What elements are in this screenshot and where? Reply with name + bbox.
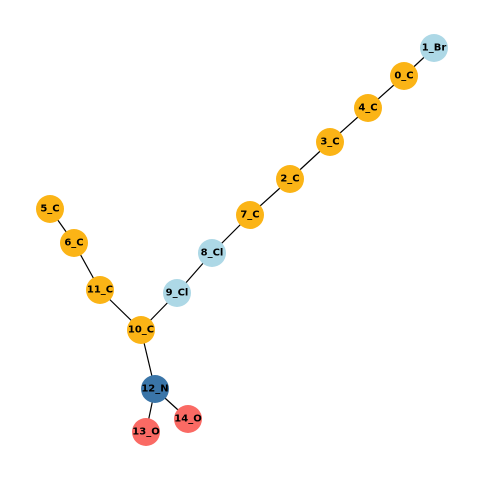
node-label: 9_Cl xyxy=(166,288,189,299)
node-circle xyxy=(354,94,382,122)
node-circle xyxy=(276,165,304,193)
node-circle xyxy=(198,239,226,267)
node-circle xyxy=(316,128,344,156)
node-label: 6_C xyxy=(64,238,83,249)
node-label: 5_C xyxy=(40,204,59,215)
node-3: 3_C xyxy=(316,128,344,156)
node-0: 0_C xyxy=(390,62,418,90)
nodes-layer: 0_C 1_Br 2_C 3_C 4_C 5_C 6_C 7_C 8_Cl 9_Cl 10_C 11_… xyxy=(36,34,448,446)
node-circle xyxy=(36,195,64,223)
node-2: 2_C xyxy=(276,165,304,193)
node-label: 8_Cl xyxy=(201,248,224,259)
node-label: 0_C xyxy=(394,71,413,82)
node-circle xyxy=(132,418,160,446)
node-circle xyxy=(174,405,202,433)
node-label: 7_C xyxy=(240,210,259,221)
node-5: 5_C xyxy=(36,195,64,223)
node-label: 14_O xyxy=(174,414,201,425)
node-7: 7_C xyxy=(236,201,264,229)
node-label: 3_C xyxy=(320,137,339,148)
node-circle xyxy=(236,201,264,229)
node-label: 12_N xyxy=(141,384,168,395)
node-6: 6_C xyxy=(60,229,88,257)
node-11: 11_C xyxy=(86,276,114,304)
node-circle xyxy=(141,375,169,403)
node-14: 14_O xyxy=(174,405,202,433)
node-circle xyxy=(86,276,114,304)
node-9: 9_Cl xyxy=(163,279,191,307)
node-1: 1_Br xyxy=(420,34,448,62)
node-circle xyxy=(420,34,448,62)
node-circle xyxy=(390,62,418,90)
node-circle xyxy=(163,279,191,307)
node-label: 10_C xyxy=(128,325,154,336)
node-13: 13_O xyxy=(132,418,160,446)
node-label: 13_O xyxy=(132,427,159,438)
node-8: 8_Cl xyxy=(198,239,226,267)
node-circle xyxy=(127,316,155,344)
node-label: 1_Br xyxy=(422,43,447,54)
node-label: 2_C xyxy=(280,174,299,185)
node-10: 10_C xyxy=(127,316,155,344)
node-label: 4_C xyxy=(358,103,377,114)
node-label: 11_C xyxy=(87,285,113,296)
node-4: 4_C xyxy=(354,94,382,122)
node-12: 12_N xyxy=(141,375,169,403)
node-circle xyxy=(60,229,88,257)
